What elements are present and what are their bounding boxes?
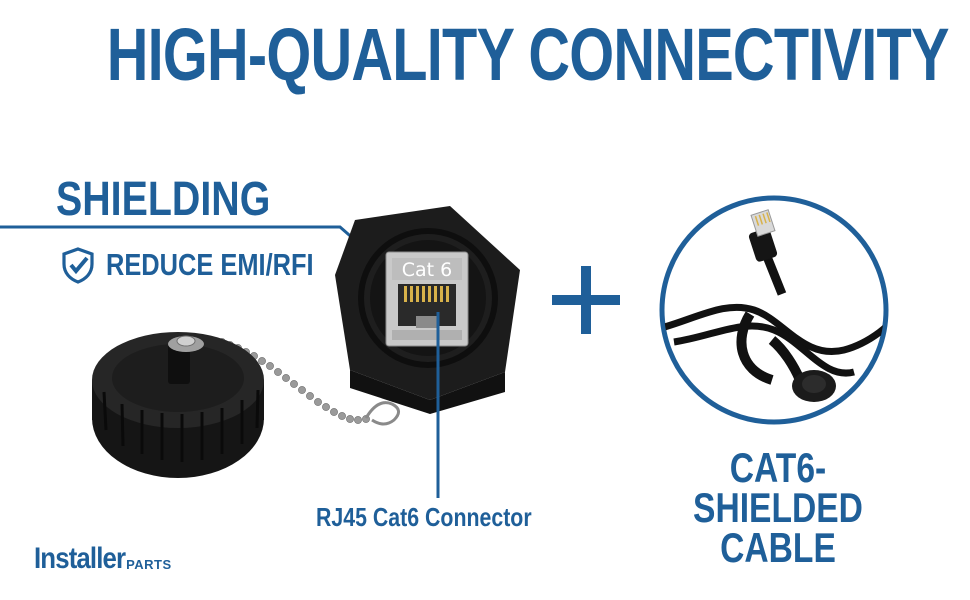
- cable-caption: CAT6-SHIELDED CABLE: [650, 444, 906, 571]
- headline: HIGH-QUALITY CONNECTIVITY: [106, 13, 950, 96]
- shield-check-icon: [62, 247, 94, 284]
- cable-caption-line1: CAT6-SHIELDED: [693, 444, 863, 531]
- shielding-subtitle-row: REDUCE EMI/RFI: [62, 246, 359, 282]
- connector-caption: RJ45 Cat6 Connector: [316, 502, 532, 532]
- jack-label: Cat 6: [402, 259, 453, 281]
- brand-name: Installer: [34, 542, 126, 575]
- shielding-subtitle: REDUCE EMI/RFI: [106, 246, 314, 282]
- shield-icon-spacer: [62, 246, 96, 282]
- plus-icon: [552, 266, 620, 334]
- cable-caption-line2: CABLE: [720, 524, 836, 571]
- dust-cap: [92, 332, 264, 478]
- cable-circle-image: [659, 195, 889, 425]
- bulkhead-connector: Cat 6: [335, 206, 520, 414]
- brand-logo: Installer PARTS: [34, 544, 172, 574]
- brand-suffix: PARTS: [126, 557, 172, 572]
- shielding-title: SHIELDING: [56, 173, 271, 226]
